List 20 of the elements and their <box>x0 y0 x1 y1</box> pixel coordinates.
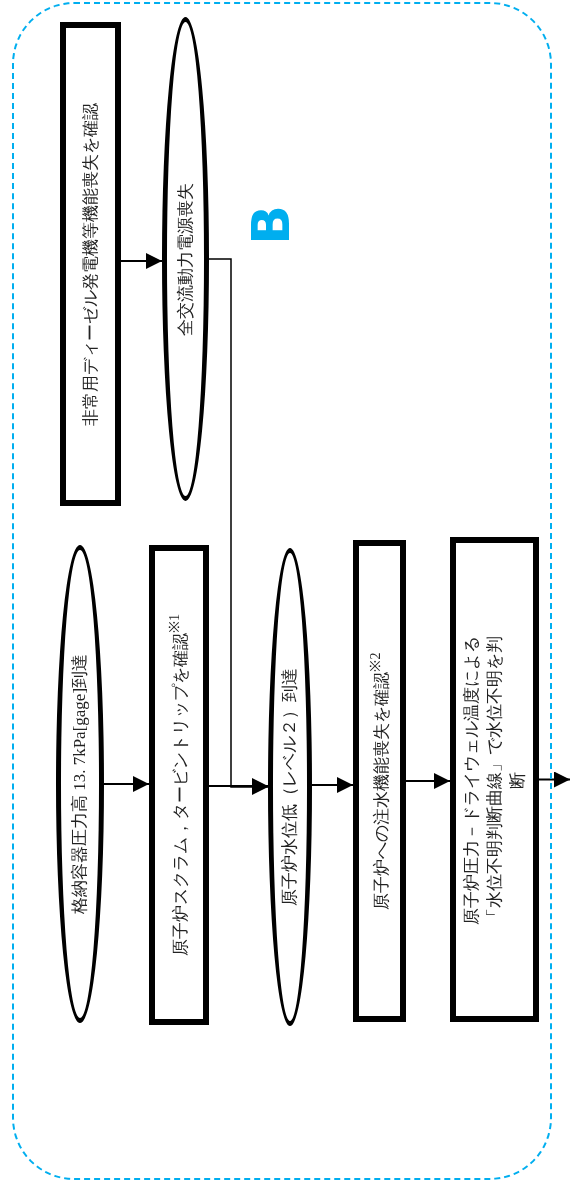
arrow <box>311 777 354 793</box>
terminal-ellipse <box>162 17 209 501</box>
box-text: 原子炉圧力－ドライウェル温度による「水位不明判断曲線」で水位不明を判断 <box>460 634 527 926</box>
box-text: 全交流動力電源喪失 <box>174 181 196 338</box>
arrow <box>120 253 163 269</box>
arrow <box>103 776 150 792</box>
terminal-ellipse <box>268 548 312 1026</box>
arrow <box>405 773 451 789</box>
process-box <box>60 22 121 506</box>
arrow <box>208 258 269 795</box>
box-text: 非常用ディーゼル発電機等機能喪失を確認 <box>79 101 101 428</box>
process-box <box>353 540 406 1022</box>
box-text: 原子炉水位低（レベル２）到達 <box>278 667 300 908</box>
section-letter: B <box>245 205 297 245</box>
dashed-frame <box>12 2 552 1180</box>
box-text: 格納容器圧力高 13. 7kPa[gage]到達 <box>68 652 90 917</box>
process-box <box>450 537 539 1022</box>
arrow <box>538 771 570 788</box>
process-box <box>149 545 209 1025</box>
terminal-ellipse <box>56 545 104 1023</box>
